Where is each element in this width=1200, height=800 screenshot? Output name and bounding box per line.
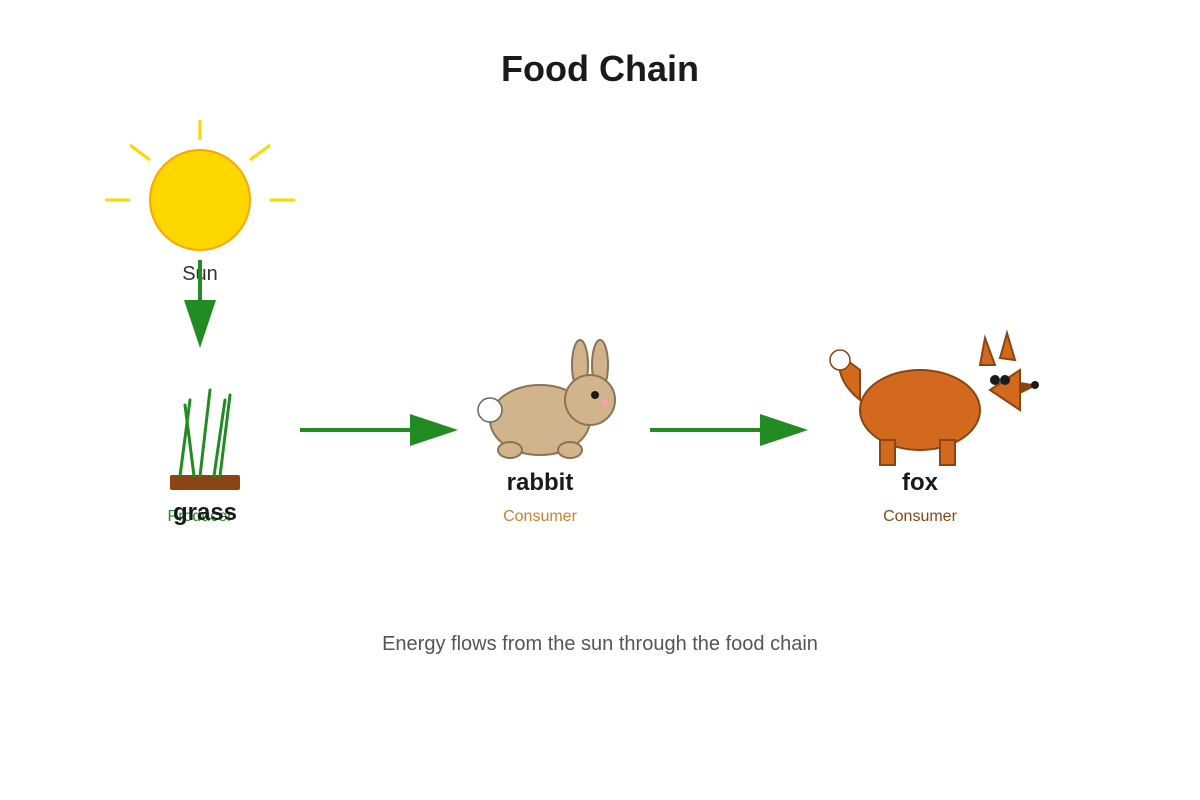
rabbit-to-fox-arrow bbox=[650, 414, 808, 446]
rabbit-role-label: Consumer bbox=[503, 508, 577, 525]
rabbit-name-label: rabbit bbox=[507, 469, 574, 496]
grass-role-label: Producer bbox=[168, 508, 234, 525]
grass-name-label: grass bbox=[173, 499, 237, 526]
diagram-title: Food Chain bbox=[501, 48, 699, 89]
grass-to-rabbit-arrow bbox=[300, 414, 458, 446]
fox-icon bbox=[829, 329, 1039, 466]
rabbit-icon bbox=[477, 339, 616, 459]
sun-icon bbox=[105, 120, 295, 251]
fox-role-label: Consumer bbox=[883, 508, 957, 525]
sun-to-grass-arrow bbox=[184, 260, 216, 348]
energy-flow-caption: Energy flows from the sun through the fo… bbox=[382, 633, 818, 655]
grass-icon bbox=[170, 388, 240, 490]
fox-name-label: fox bbox=[902, 469, 939, 496]
